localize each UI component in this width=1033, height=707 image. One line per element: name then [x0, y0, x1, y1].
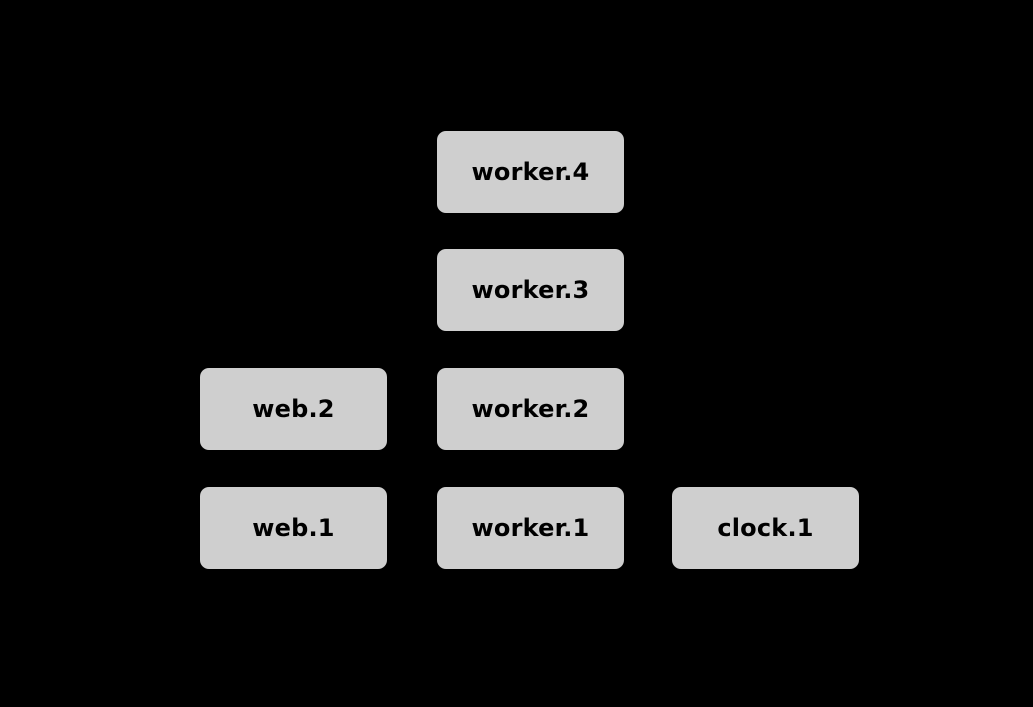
process-label: worker.4	[471, 158, 590, 186]
process-label: worker.2	[471, 395, 590, 423]
process-box-worker-1[interactable]: worker.1	[437, 487, 624, 569]
process-label: worker.3	[471, 276, 590, 304]
process-label: web.1	[252, 514, 335, 542]
process-box-worker-4[interactable]: worker.4	[437, 131, 624, 213]
process-box-clock-1[interactable]: clock.1	[672, 487, 859, 569]
process-box-worker-3[interactable]: worker.3	[437, 249, 624, 331]
process-box-web-2[interactable]: web.2	[200, 368, 387, 450]
process-label: clock.1	[717, 514, 814, 542]
process-label: worker.1	[471, 514, 590, 542]
process-box-worker-2[interactable]: worker.2	[437, 368, 624, 450]
process-box-web-1[interactable]: web.1	[200, 487, 387, 569]
process-label: web.2	[252, 395, 335, 423]
